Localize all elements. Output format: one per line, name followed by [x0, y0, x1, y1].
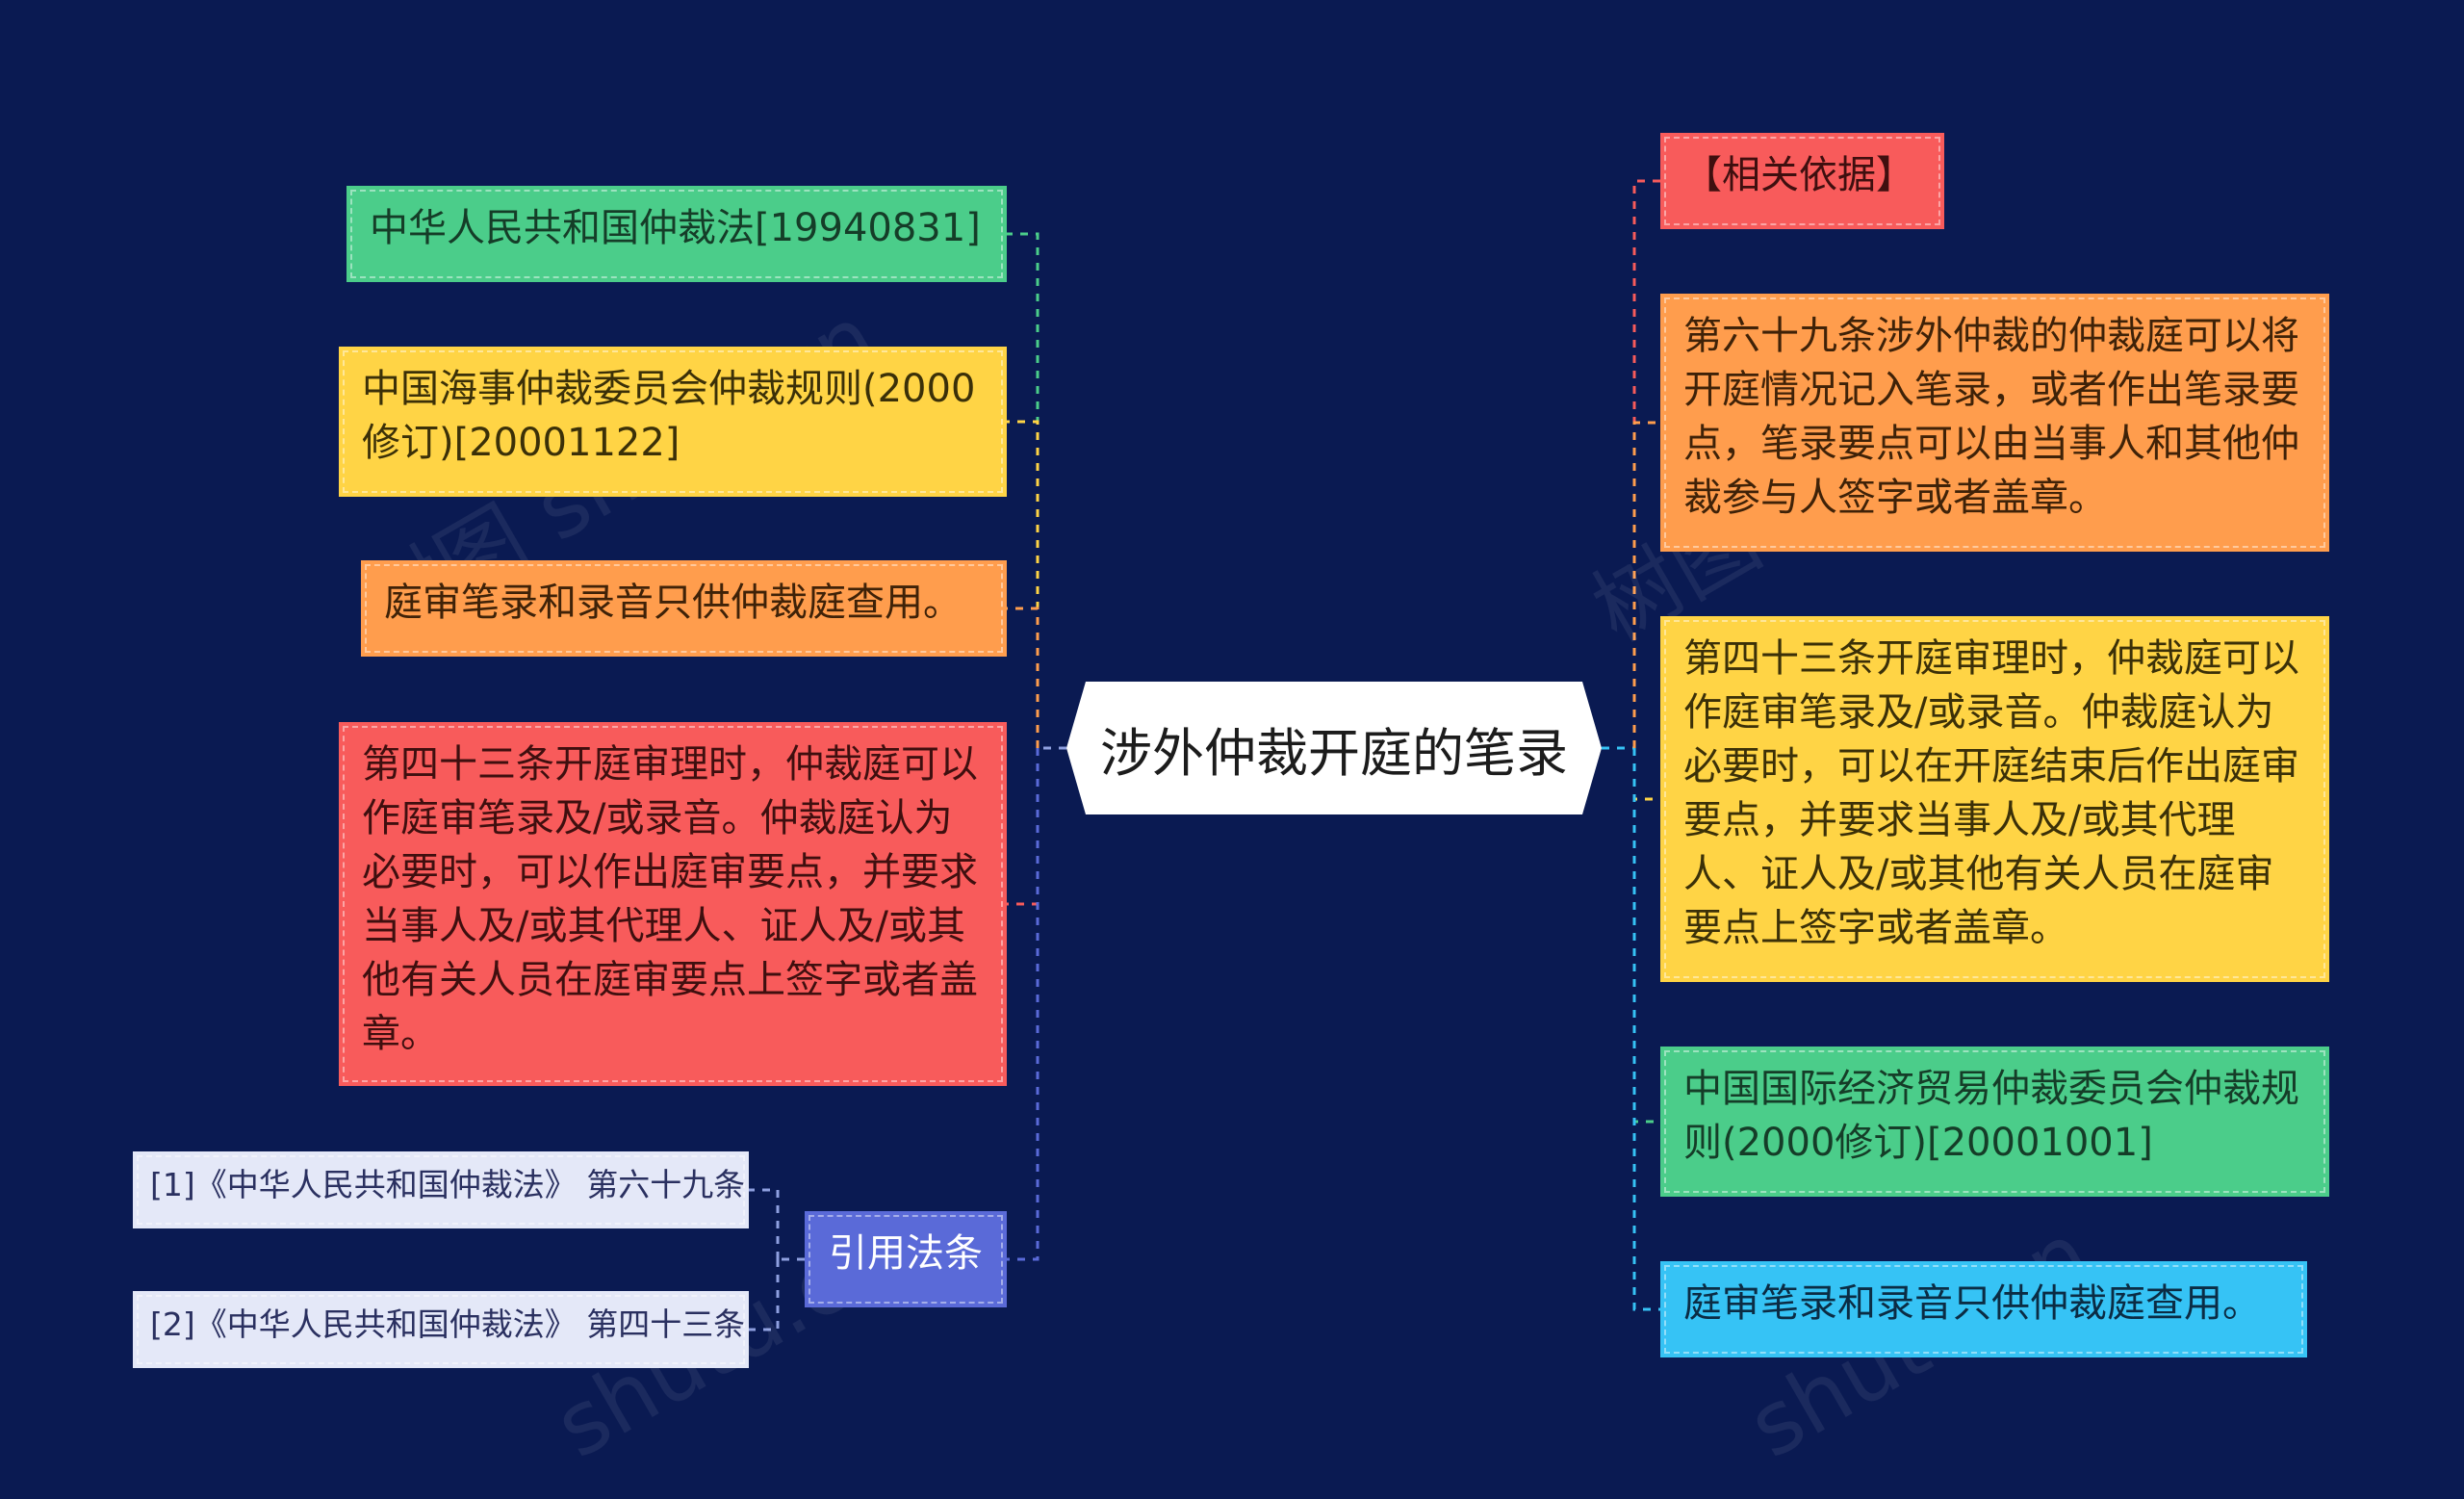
connector-right	[1632, 748, 1660, 1311]
connector-left	[1007, 748, 1040, 906]
topic-cietac-rules[interactable]: 中国国际经济贸易仲裁委员会仲裁规则(2000修订)[20001001]	[1660, 1047, 2329, 1197]
topic-arbitration-law[interactable]: 中华人民共和国仲裁法[19940831]	[346, 186, 1007, 282]
citation-item[interactable]: [1]《中华人民共和国仲裁法》 第六十九条	[133, 1151, 749, 1228]
topic-article-69[interactable]: 第六十九条涉外仲裁的仲裁庭可以将开庭情况记入笔录，或者作出笔录要点，笔录要点可以…	[1660, 294, 2329, 552]
topic-label: 庭审笔录和录音只供仲裁庭查用。	[1683, 1281, 2261, 1326]
topic-record-use-right[interactable]: 庭审笔录和录音只供仲裁庭查用。	[1660, 1261, 2307, 1357]
connector-right	[1632, 179, 1660, 748]
topic-cited-articles[interactable]: 引用法条	[805, 1211, 1007, 1307]
connector-right	[1632, 748, 1660, 801]
topic-label: 庭审笔录和录音只供仲裁庭查用。	[384, 581, 962, 625]
topic-article-43[interactable]: 第四十三条开庭审理时，仲裁庭可以作庭审笔录及/或录音。仲裁庭认为必要时，可以作出…	[339, 722, 1007, 1086]
topic-label: 中国海事仲裁委员会仲裁规则(2000修订)[20001122]	[362, 367, 976, 465]
connector-left	[1007, 420, 1040, 748]
topic-maritime-rules[interactable]: 中国海事仲裁委员会仲裁规则(2000修订)[20001122]	[339, 347, 1007, 497]
topic-article-43-cietac[interactable]: 第四十三条开庭审理时，仲裁庭可以作庭审笔录及/或录音。仲裁庭认为必要时，可以在开…	[1660, 616, 2329, 982]
citation-label: [2]《中华人民共和国仲裁法》 第四十三条	[150, 1305, 746, 1343]
topic-label: 第六十九条涉外仲裁的仲裁庭可以将开庭情况记入笔录，或者作出笔录要点，笔录要点可以…	[1683, 314, 2299, 520]
connector-left	[1007, 232, 1040, 748]
topic-label: 第四十三条开庭审理时，仲裁庭可以作庭审笔录及/或录音。仲裁庭认为必要时，可以作出…	[362, 742, 978, 1056]
connector-citation	[749, 1259, 780, 1331]
topic-record-use[interactable]: 庭审笔录和录音只供仲裁庭查用。	[361, 560, 1007, 657]
connector-left	[1007, 748, 1040, 1261]
root-topic[interactable]: 涉外仲裁开庭的笔录	[1066, 682, 1602, 814]
citation-item[interactable]: [2]《中华人民共和国仲裁法》 第四十三条	[133, 1291, 749, 1368]
connector-left	[1007, 607, 1040, 748]
topic-label: 【相关依据】	[1683, 153, 1914, 197]
topic-label: 引用法条	[829, 1231, 983, 1276]
connector-right	[1632, 421, 1660, 748]
connector-right	[1632, 748, 1660, 1124]
topic-label: 第四十三条开庭审理时，仲裁庭可以作庭审笔录及/或录音。仲裁庭认为必要时，可以在开…	[1683, 636, 2299, 950]
topic-label: 中华人民共和国仲裁法[19940831]	[370, 206, 981, 250]
connector-citation	[749, 1188, 780, 1259]
citation-label: [1]《中华人民共和国仲裁法》 第六十九条	[150, 1166, 746, 1203]
topic-related-basis[interactable]: 【相关依据】	[1660, 133, 1944, 229]
root-topic-label: 涉外仲裁开庭的笔录	[1100, 722, 1568, 784]
topic-label: 中国国际经济贸易仲裁委员会仲裁规则(2000修订)[20001001]	[1683, 1067, 2299, 1165]
